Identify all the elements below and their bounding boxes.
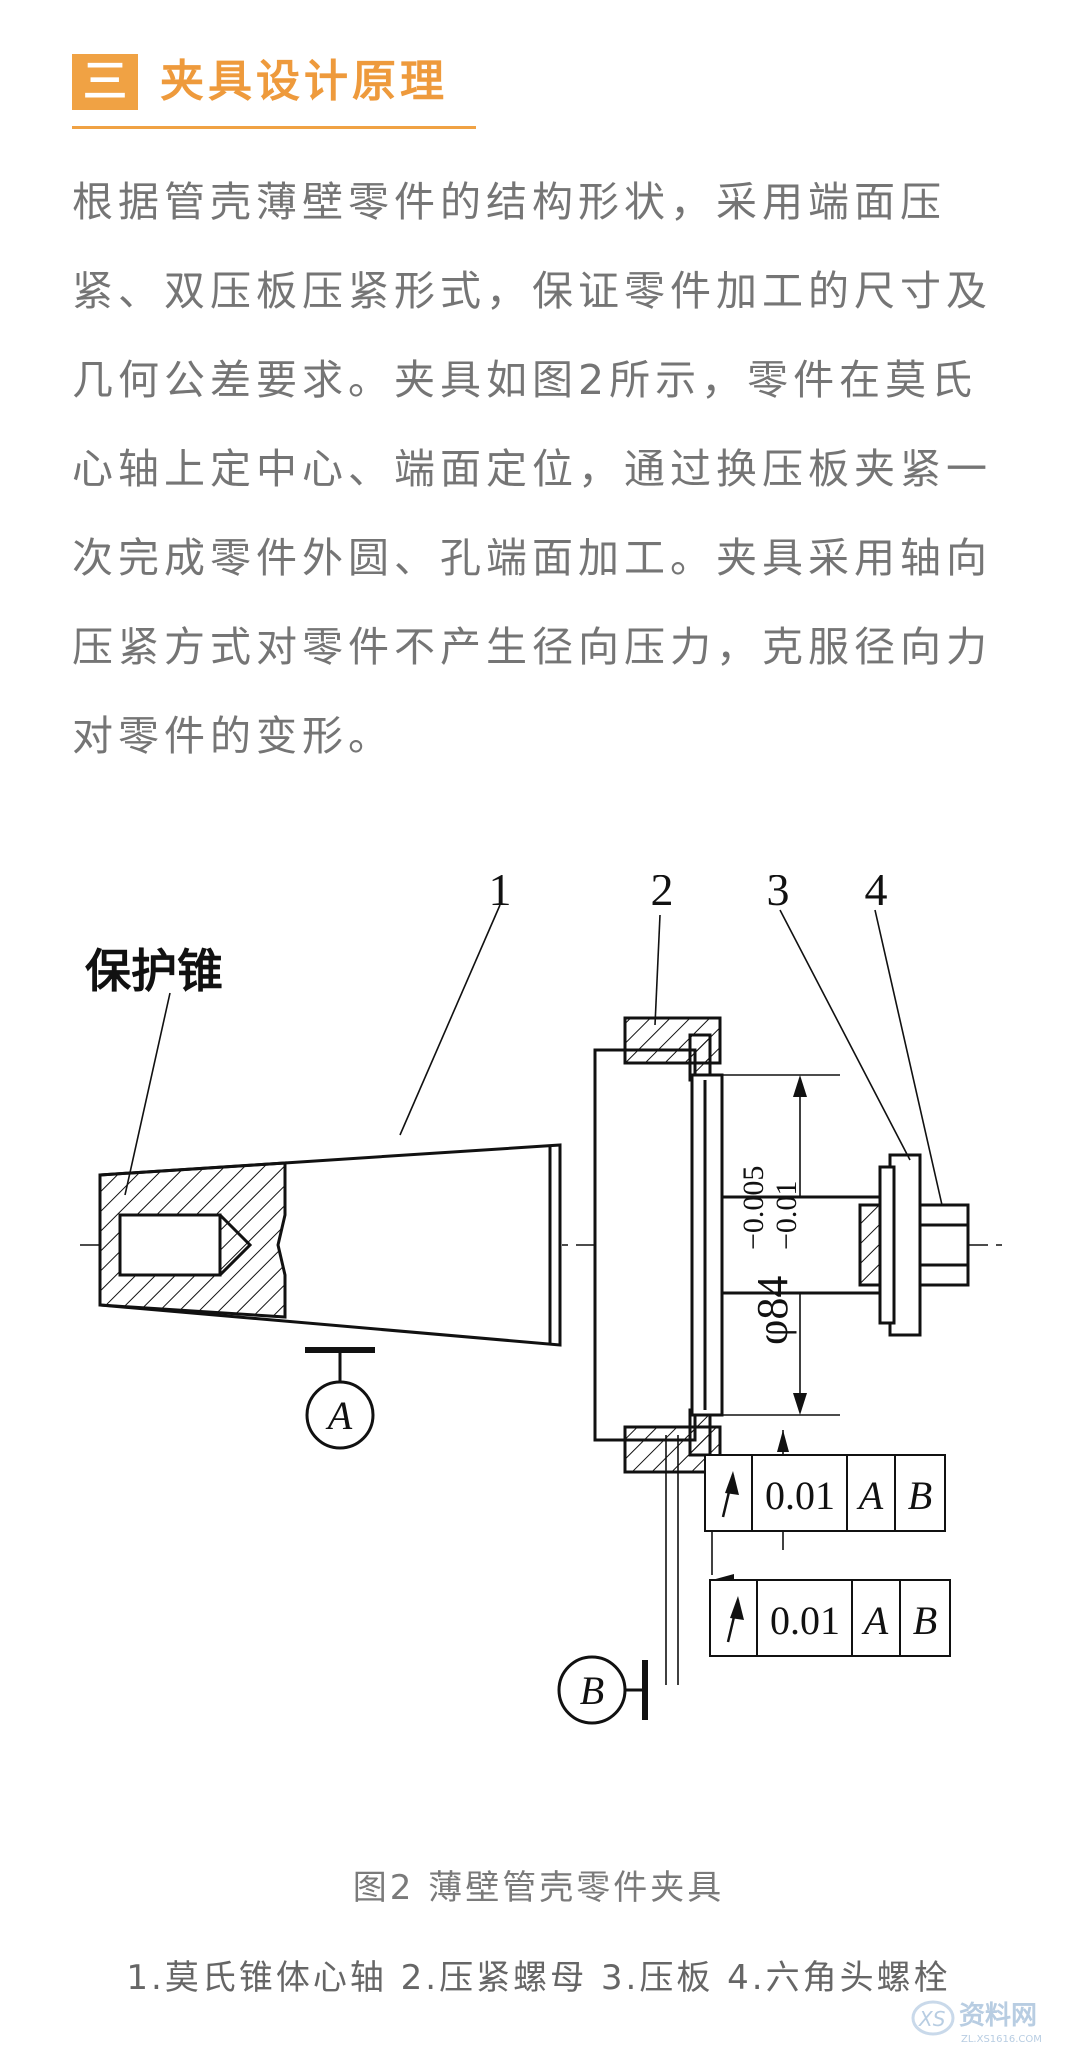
fcf-2-ref-b: B bbox=[913, 1598, 937, 1643]
paragraph-line: 紧、双压板压紧形式，保证零件加工的尺寸及 bbox=[72, 267, 992, 315]
paragraph-line: 对零件的变形。 bbox=[72, 712, 394, 760]
protective-cone-label: 保护锥 bbox=[85, 944, 223, 998]
fixture-drawing: 1 2 3 4 保护锥 A B φ84 −0.005 −0.01 0.01 A … bbox=[80, 875, 1010, 1725]
watermark-ring-icon bbox=[911, 2000, 955, 2036]
fcf-1-ref-a: A bbox=[856, 1473, 884, 1518]
part-label-4: 4 bbox=[865, 875, 888, 915]
paragraph-line: 心轴上定中心、端面定位，通过换压板夹紧一 bbox=[72, 445, 992, 493]
site-watermark-logo: XS 资料网 ZL.XS1616.COM bbox=[911, 2000, 1042, 2045]
watermark-url: ZL.XS1616.COM bbox=[961, 2034, 1042, 2045]
fcf-1 bbox=[704, 1454, 946, 1532]
diameter-label: φ84 bbox=[748, 1276, 797, 1345]
paragraph-line: 次完成零件外圆、孔端面加工。夹具采用轴向 bbox=[72, 534, 992, 582]
figure-caption: 图2 薄壁管壳零件夹具 bbox=[352, 1868, 725, 1908]
body-paragraph: 根据管壳薄壁零件的结构形状，采用端面压 紧、双压板压紧形式，保证零件加工的尺寸及… bbox=[72, 158, 1012, 781]
fcf-2-ref-a: A bbox=[861, 1598, 889, 1643]
section-header: 三 夹具设计原理 bbox=[72, 54, 476, 130]
fcf-1-ref-b: B bbox=[908, 1473, 932, 1518]
fcf-2 bbox=[709, 1579, 951, 1657]
tolerance-lower: −0.01 bbox=[770, 1181, 803, 1250]
datum-b-label: B bbox=[580, 1668, 604, 1713]
paragraph-line: 几何公差要求。夹具如图2所示，零件在莫氏 bbox=[72, 356, 978, 404]
fcf-1-value: 0.01 bbox=[765, 1473, 835, 1518]
part-label-3: 3 bbox=[767, 875, 790, 915]
part-label-2: 2 bbox=[651, 875, 674, 915]
bore-tip bbox=[218, 1213, 253, 1277]
section-number-badge: 三 bbox=[72, 54, 138, 110]
flange-body bbox=[593, 1048, 697, 1442]
paragraph-line: 压紧方式对零件不产生径向压力，克服径向力 bbox=[72, 623, 992, 671]
tolerance-upper: −0.005 bbox=[737, 1166, 770, 1250]
cone-bore bbox=[118, 1213, 222, 1277]
datum-b-circle bbox=[557, 1655, 627, 1725]
figure-legend: 1.莫氏锥体心轴 2.压紧螺母 3.压板 4.六角头螺栓 bbox=[126, 1958, 951, 1998]
hex-bolt-head bbox=[918, 1203, 970, 1287]
paragraph-line: 根据管壳薄壁零件的结构形状，采用端面压 bbox=[72, 178, 946, 226]
datum-a-circle bbox=[305, 1380, 375, 1450]
section-title: 夹具设计原理 bbox=[160, 56, 448, 107]
datum-a-label: A bbox=[325, 1393, 353, 1438]
watermark-letters: XS bbox=[918, 2007, 946, 2031]
fcf-2-value: 0.01 bbox=[770, 1598, 840, 1643]
section-underline bbox=[72, 126, 476, 129]
thin-wall-part bbox=[690, 1073, 724, 1417]
watermark-name: 资料网 bbox=[959, 2001, 1037, 2031]
part-label-1: 1 bbox=[489, 875, 512, 915]
